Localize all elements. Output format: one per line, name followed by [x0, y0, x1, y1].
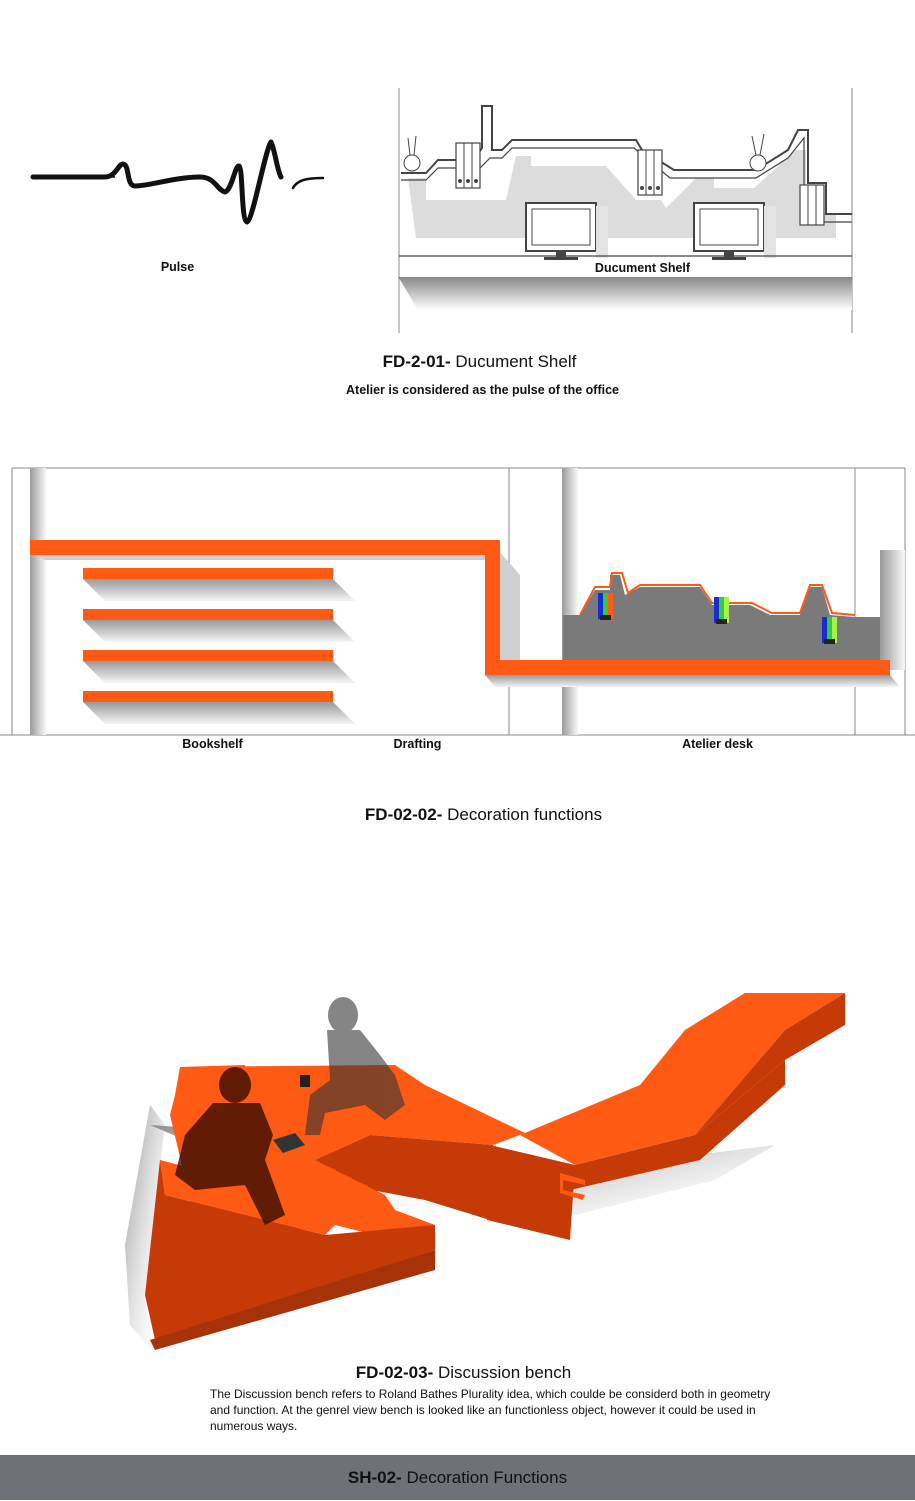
discussion-bench-perspective [125, 993, 845, 1355]
caption-fd-2-01-subtitle: Atelier is considered as the pulse of th… [346, 383, 619, 397]
bench-description: The Discussion bench refers to Roland Ba… [210, 1387, 771, 1433]
bookshelf-boards [83, 568, 355, 724]
label-bookshelf: Bookshelf [182, 737, 243, 751]
caption-fd-02-03: FD-02-03- Discussion bench [355, 1363, 572, 1382]
shelf-label: Ducument Shelf [594, 261, 691, 275]
decoration-elevation [0, 467, 915, 736]
document-shelf-elevation [398, 88, 853, 333]
sheet-title: Decoration Functions [401, 1468, 568, 1487]
pulse-label: Pulse [160, 260, 195, 274]
caption-fd-2-01: FD-2-01- Ducument Shelf [382, 352, 577, 371]
sheet-footer-bar: SH-02- Decoration Functions [0, 1455, 915, 1500]
caption-fd-02-02: FD-02-02- Decoration functions [364, 805, 603, 824]
label-drafting: Drafting [393, 737, 442, 751]
label-atelier-desk: Atelier desk [682, 737, 753, 751]
pulse-line-drawing [30, 139, 325, 225]
sheet-code: SH-02- [347, 1468, 402, 1487]
